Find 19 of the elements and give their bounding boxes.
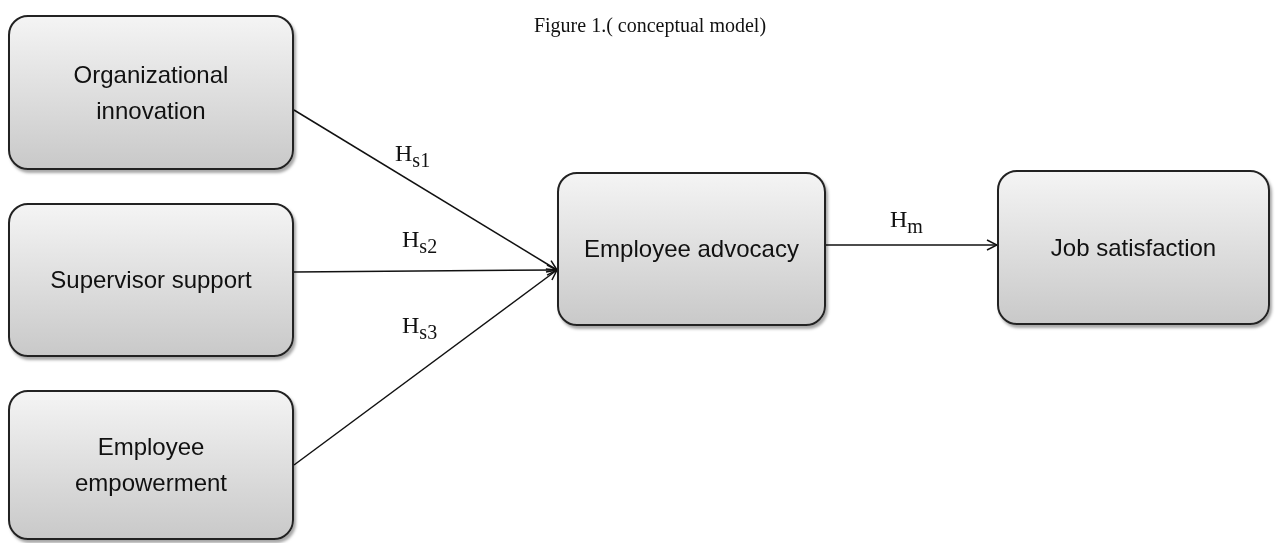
edge-label: H$_{s1}$ (395, 140, 431, 172)
arrow (825, 239, 998, 251)
rounded-box (8, 390, 294, 540)
node-label: Employee empowerment (73, 432, 229, 498)
node-label: Job satisfaction (1049, 232, 1218, 263)
edge-label: H$_{s2}$ (402, 226, 438, 258)
arrow (293, 269, 558, 466)
rounded-box (557, 172, 826, 326)
node-label: Supervisor support (49, 265, 253, 295)
node-label: Organizational innovation (72, 59, 230, 126)
arrow (293, 109, 558, 271)
rounded-box (8, 203, 294, 357)
arrow (293, 264, 558, 276)
figure-title: Figure 1.( conceptual model) (532, 14, 768, 37)
rounded-box (997, 170, 1270, 325)
node-label: Employee advocacy (583, 234, 800, 264)
edge-label: H$_{m}$ (890, 206, 923, 238)
rounded-box (8, 15, 294, 170)
edge-label: H$_{s3}$ (402, 312, 438, 344)
